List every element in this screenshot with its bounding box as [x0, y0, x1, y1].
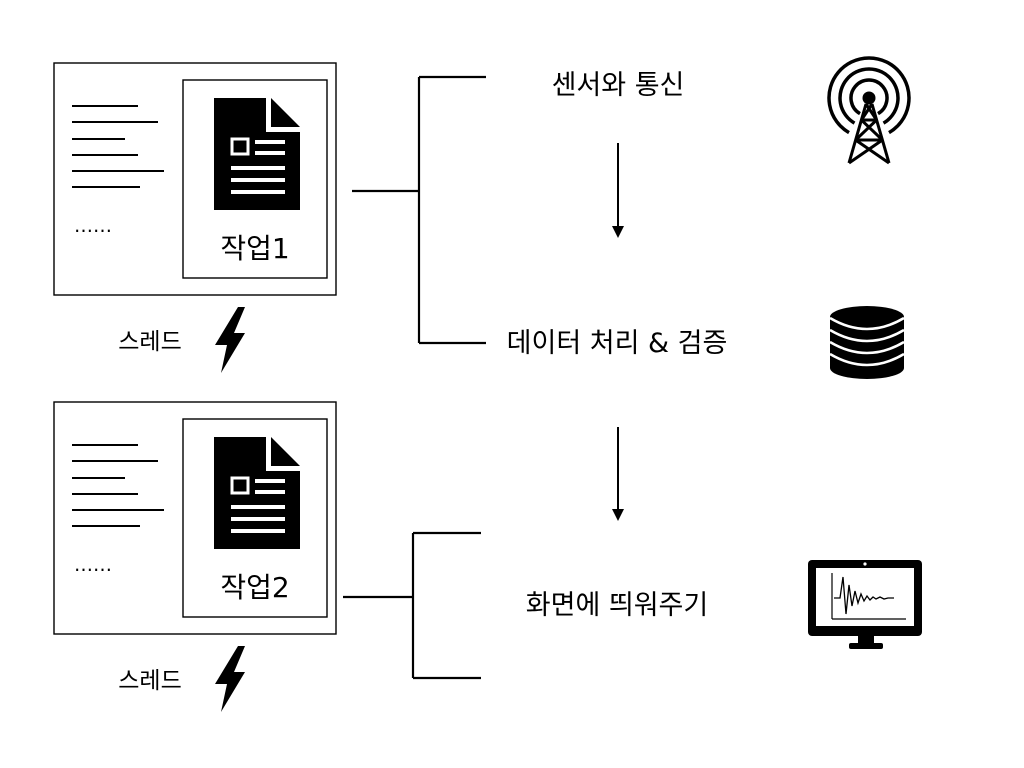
monitor-chart-icon [808, 560, 922, 649]
lightning-icon [215, 646, 245, 712]
ellipsis-text: …… [74, 215, 112, 237]
task-label: 작업2 [220, 571, 289, 604]
ellipsis-text: …… [74, 554, 112, 576]
code-lines [72, 105, 164, 188]
radio-tower-icon [827, 56, 911, 165]
document-icon [214, 98, 300, 210]
code-lines [72, 444, 164, 527]
arrow-down [612, 427, 624, 521]
arrow-down [612, 143, 624, 238]
step-label-processing: 데이터 처리 & 검증 [507, 328, 728, 359]
database-icon [829, 306, 905, 379]
task-frame [182, 79, 328, 279]
lightning-icon [215, 307, 245, 373]
thread-frame [53, 401, 337, 635]
thread-label: 스레드 [118, 329, 181, 355]
task-label: 작업1 [220, 232, 289, 265]
step-label-display: 화면에 띄워주기 [526, 590, 708, 621]
document-icon [214, 437, 300, 549]
thread-block-1: …… 작업1 [53, 62, 337, 296]
bracket-connector-1 [352, 75, 486, 345]
step-label-sensor: 센서와 통신 [552, 70, 685, 101]
task-frame [182, 418, 328, 618]
thread-block-2: …… 작업2 [53, 401, 337, 635]
bracket-connector-2 [343, 531, 481, 680]
thread-label: 스레드 [118, 668, 181, 694]
thread-frame [53, 62, 337, 296]
